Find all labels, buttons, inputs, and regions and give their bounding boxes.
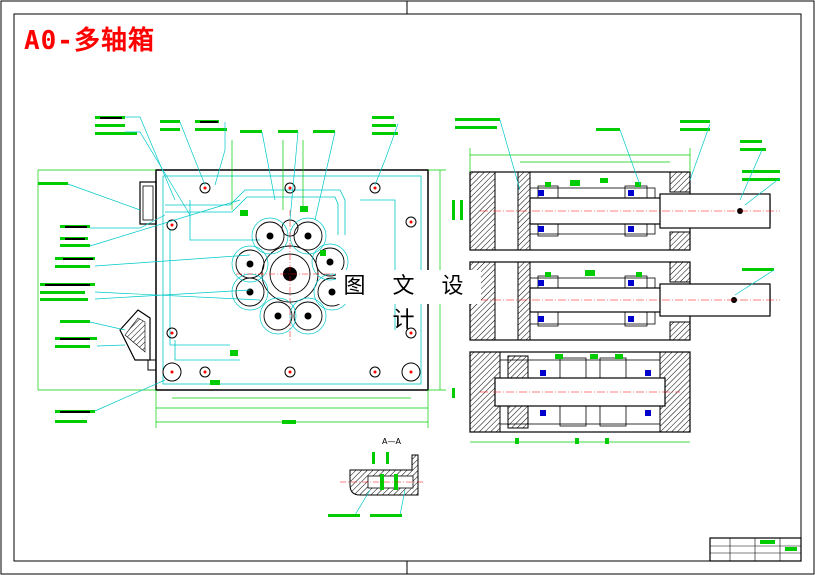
watermark-text: 图 文 设 计 xyxy=(336,270,481,333)
title-block xyxy=(709,537,802,562)
shaft-section-lower xyxy=(469,351,691,433)
shaft-section-upper xyxy=(469,171,780,251)
section-a-a-detail: A—A xyxy=(328,437,425,517)
drawing-title: A0-多轴箱 xyxy=(24,26,155,56)
shaft-section-middle xyxy=(469,261,780,341)
section-mark-label: A—A xyxy=(382,437,401,446)
